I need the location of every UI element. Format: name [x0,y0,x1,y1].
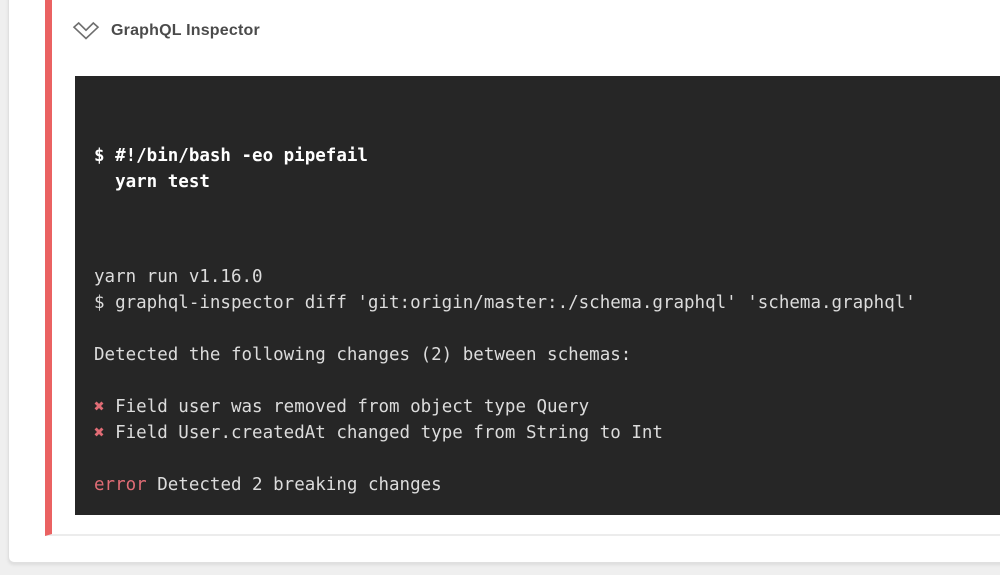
terminal-segment-plain: Detected 2 breaking changes [146,475,442,495]
chevron-down-icon[interactable] [72,21,100,41]
terminal-line [94,316,1000,342]
terminal-output: $ #!/bin/bash -eo pipefail yarn test yar… [75,76,1000,515]
terminal-line: Detected the following changes (2) betwe… [94,342,1000,368]
terminal-segment-bold: yarn test [94,172,210,192]
terminal-line [94,446,1000,472]
terminal-line: $ #!/bin/bash -eo pipefail [94,143,1000,169]
terminal-line [94,498,1000,515]
terminal-segment-bold: $ #!/bin/bash -eo pipefail [94,146,368,166]
terminal-line: $ graphql-inspector diff 'git:origin/mas… [94,290,1000,316]
terminal-segment-plain: $ graphql-inspector diff 'git:origin/mas… [94,293,916,313]
terminal-output-block: yarn run v1.16.0 $ graphql-inspector diff… [94,264,1000,515]
step-header[interactable]: GraphQL Inspector [52,0,1000,41]
step-card-graphql-inspector: GraphQL Inspector $ #!/bin/bash -eo pipe… [45,0,1000,536]
step-title: GraphQL Inspector [111,22,260,39]
terminal-line [94,368,1000,394]
terminal-line: yarn test [94,169,1000,195]
terminal-segment-red: error [94,475,147,495]
terminal-line: yarn run v1.16.0 [94,264,1000,290]
terminal-segment-plain: Detected the following changes (2) betwe… [94,345,632,365]
terminal-segment-plain: Field user was removed from object type … [104,397,590,417]
terminal-segment-plain: Field User.createdAt changed type from S… [104,423,663,443]
terminal-segment-plain: yarn run v1.16.0 [94,267,263,287]
terminal-line: ✖ Field User.createdAt changed type from… [94,420,1000,446]
terminal-segment-red: ✖ [94,397,105,417]
terminal-line: error Detected 2 breaking changes [94,472,1000,498]
terminal-line: ✖ Field user was removed from object typ… [94,394,1000,420]
steps-panel: GraphQL Inspector $ #!/bin/bash -eo pipe… [8,0,1000,563]
terminal-segment-red: ✖ [94,423,105,443]
terminal-command-block: $ #!/bin/bash -eo pipefail yarn test [94,143,1000,195]
